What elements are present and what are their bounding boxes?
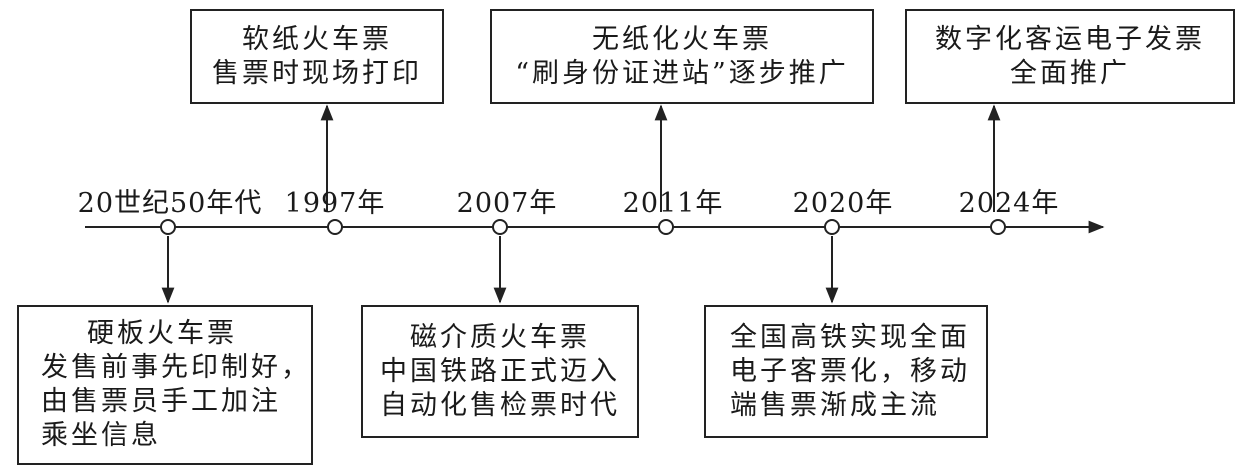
event-box-2007: 磁介质火车票 中国铁路正式迈入 自动化售检票时代 (361, 305, 639, 438)
event-line: 发售前事先印制好， (41, 352, 311, 383)
node-2007 (492, 219, 508, 235)
node-1997 (327, 219, 343, 235)
event-line: 端售票渐成主流 (730, 390, 940, 421)
year-label-1997: 1997年 (284, 188, 386, 219)
event-line: 全面推广 (1010, 58, 1130, 89)
event-box-1950s: 硬板火车票 发售前事先印制好， 由售票员手工加注 乘坐信息 (17, 305, 313, 465)
node-2011 (658, 219, 674, 235)
event-line: 由售票员手工加注 (41, 386, 281, 417)
year-label-2020: 2020年 (792, 188, 894, 219)
event-line: “刷身份证进站”逐步推广 (515, 58, 849, 89)
year-label-2011: 2011年 (622, 188, 724, 219)
event-line: 中国铁路正式迈入 (380, 356, 620, 387)
event-line: 售票时现场打印 (212, 58, 422, 89)
year-label-2024: 2024年 (958, 188, 1060, 219)
event-box-2011: 无纸化火车票 “刷身份证进站”逐步推广 (490, 9, 874, 104)
year-label-2007: 2007年 (456, 188, 558, 219)
timeline-graphic (85, 104, 1105, 304)
event-box-1997: 软纸火车票 售票时现场打印 (190, 9, 444, 104)
year-label-1950s: 20世纪50年代 (77, 188, 263, 219)
node-1950s (160, 219, 176, 235)
event-line: 自动化售检票时代 (380, 390, 620, 421)
event-box-2024: 数字化客运电子发票 全面推广 (905, 9, 1235, 104)
event-line: 乘坐信息 (41, 420, 161, 451)
event-box-2020: 全国高铁实现全面 电子客票化，移动 端售票渐成主流 (704, 305, 988, 438)
node-2020 (824, 219, 840, 235)
event-line: 磁介质火车票 (410, 322, 590, 353)
event-line: 全国高铁实现全面 (730, 322, 970, 353)
event-line: 软纸火车票 (242, 24, 392, 55)
node-2024 (990, 219, 1006, 235)
event-line: 数字化客运电子发票 (935, 24, 1205, 55)
event-line: 电子客票化，移动 (730, 356, 970, 387)
event-line: 无纸化火车票 (592, 24, 772, 55)
event-line: 硬板火车票 (87, 318, 237, 349)
